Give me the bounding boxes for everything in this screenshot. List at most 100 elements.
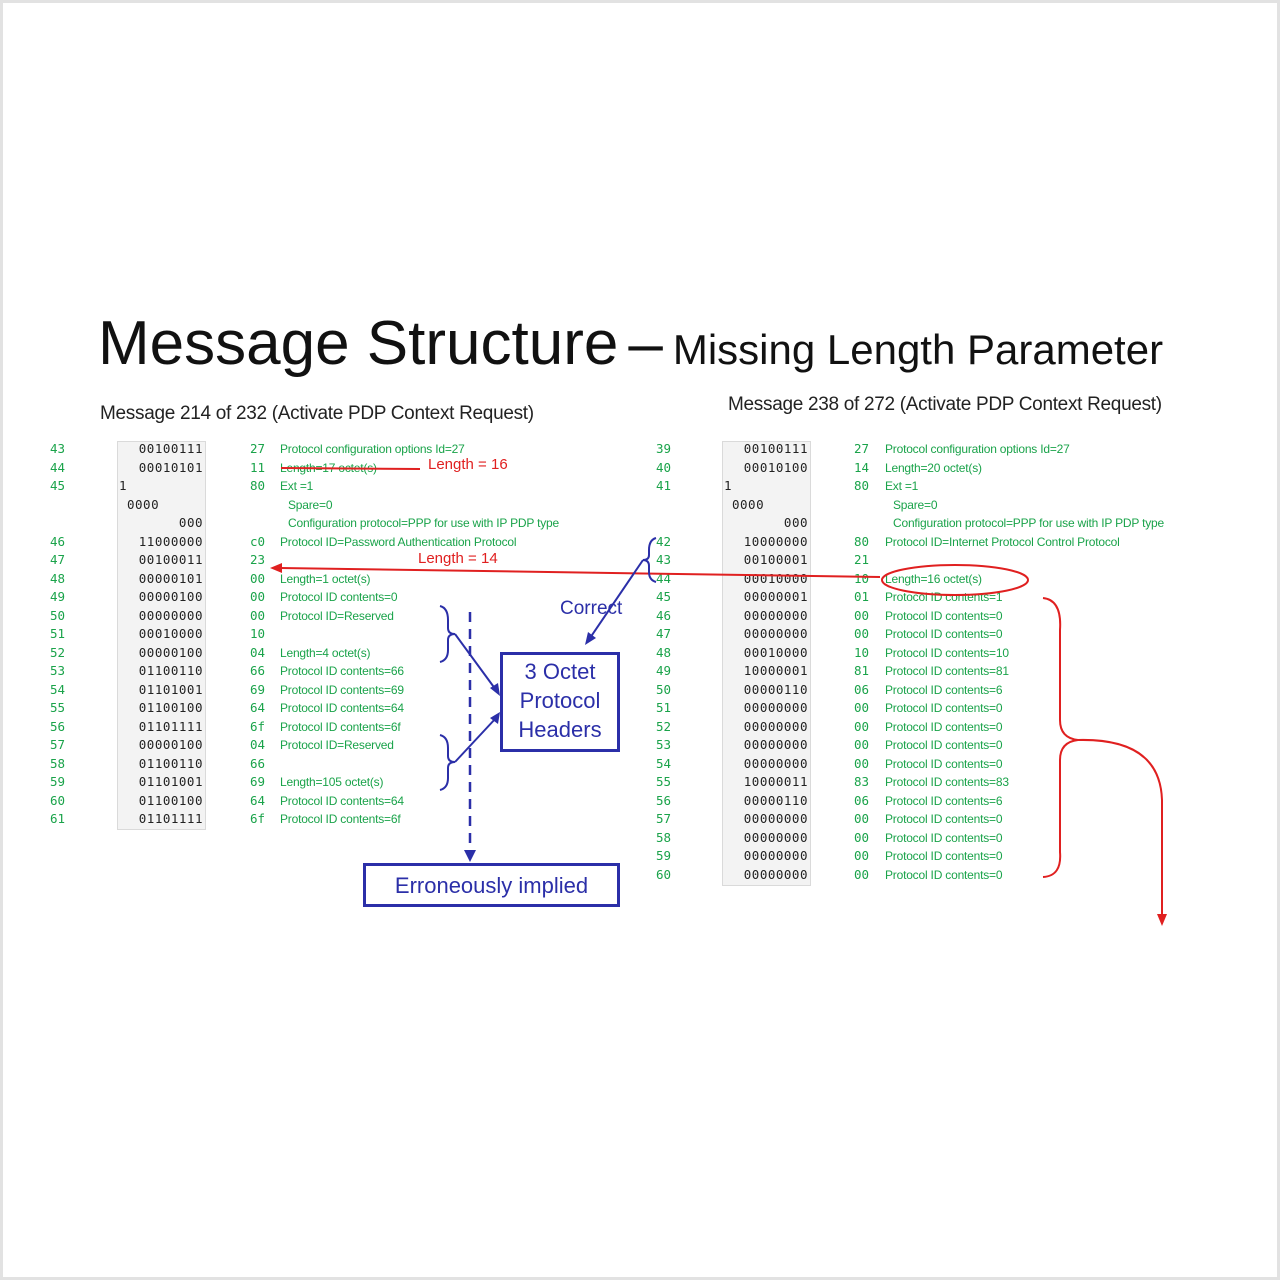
left-octet-number-cell: 48	[50, 570, 66, 586]
left-hex-value-cell: 6f	[250, 811, 266, 826]
left-bit-value-cell: 01101111	[138, 811, 203, 826]
right-octet-number-cell: 47	[656, 626, 672, 641]
right-field-description-cell: Protocol ID contents=0	[885, 719, 1003, 734]
right-field-description-cell: Protocol ID contents=0	[885, 830, 1003, 845]
left-bit-value-cell: 11000000	[138, 533, 203, 549]
right-hex-value-cell: 27	[854, 441, 870, 456]
right-field-description-cell: Protocol configuration options Id=27	[885, 442, 1070, 456]
right-hex-value-cell: 21	[854, 552, 870, 567]
left-field-description-cell: Ext =1	[280, 479, 314, 493]
left-hex-value-cell: 04	[250, 737, 266, 752]
left-octet-number-cell: 45	[50, 478, 66, 493]
left-bit-value-cell: 00000000	[138, 607, 203, 623]
right-bit-value-cell: 00000110	[743, 681, 808, 697]
brace-1-arrowhead	[490, 683, 500, 696]
right-bit-value-cell: 10000001	[743, 663, 808, 678]
right-field-description-cell: Protocol ID contents=0	[885, 867, 1003, 882]
left-bit-value-cell: 01101111	[138, 718, 203, 734]
right-field-description-cell: Length=20 octet(s)	[885, 460, 982, 475]
left-hex-value-cell: 00	[250, 570, 266, 586]
left-bit-value-cell: 00100111	[138, 441, 203, 456]
right-hex-value-cell: 01	[854, 589, 870, 604]
right-bit-value-cell: 00000000	[743, 737, 808, 752]
right-octet-number-cell: 45	[656, 589, 672, 604]
right-hex-value-cell: 10	[854, 644, 870, 660]
left-bit-value-cell: 01100110	[138, 755, 203, 771]
left-hex-value-cell: c0	[250, 533, 266, 549]
left-bit-value-cell: 00000100	[138, 737, 203, 752]
right-bit-value-cell: 1	[724, 478, 733, 493]
left-bits-panel	[117, 441, 206, 830]
right-octet-number-cell: 49	[656, 663, 672, 678]
left-bit-value-cell: 01101001	[138, 681, 203, 697]
right-octet-number-cell: 42	[656, 533, 672, 549]
left-octet-number-cell: 51	[50, 626, 66, 641]
right-hex-value-cell: 06	[854, 681, 870, 697]
right-bit-value-cell: 00000000	[743, 829, 808, 845]
left-field-description-cell: Protocol ID=Reserved	[280, 738, 394, 752]
right-octet-number-cell: 40	[656, 459, 672, 475]
three-octet-protocol-headers-box: 3 Octet Protocol Headers	[500, 652, 620, 752]
left-hex-value-cell: 64	[250, 700, 266, 715]
left-field-descriptions: Protocol configuration options Id=27Leng…	[280, 440, 559, 829]
left-field-description-cell: Protocol ID=Reserved	[280, 608, 394, 623]
right-octet-number-cell: 59	[656, 848, 672, 863]
left-octet-number-cell: 49	[50, 589, 66, 604]
right-hex-value-cell: 00	[854, 848, 870, 863]
right-hex-value-cell: 00	[854, 700, 870, 715]
right-bit-value-cell: 00000110	[743, 792, 808, 808]
left-field-description-cell: Protocol ID contents=0	[280, 590, 398, 604]
length-16-annotation: Length = 16	[428, 456, 508, 473]
right-octet-number-cell: 41	[656, 478, 672, 493]
right-hex-value-cell: 06	[854, 792, 870, 808]
left-octet-number-cell: 57	[50, 737, 66, 752]
right-field-description-cell: Protocol ID contents=6	[885, 793, 1003, 808]
left-octet-number-cell: 55	[50, 700, 66, 715]
correct-brace	[642, 537, 657, 583]
protocol-header-brace-2	[439, 734, 456, 791]
right-octet-number-cell: 55	[656, 774, 672, 789]
right-bit-value-cell: 00100111	[743, 441, 808, 456]
length-transfer-arrowhead	[270, 563, 282, 573]
right-field-description-cell: Protocol ID=Internet Protocol Control Pr…	[885, 534, 1120, 549]
left-hex-value-cell: 10	[250, 626, 266, 641]
right-hex-value-cell: 00	[854, 626, 870, 641]
right-field-description-cell: Protocol ID contents=0	[885, 812, 1003, 826]
right-hex-value-cell: 00	[854, 829, 870, 845]
left-octet-number-cell: 56	[50, 718, 66, 734]
left-octet-number-cell: 43	[50, 441, 66, 456]
left-hex-value-cell: 23	[250, 552, 266, 567]
right-field-description-cell: Protocol ID contents=0	[885, 738, 1003, 752]
right-bit-value-cell: 00000000	[743, 607, 808, 623]
right-field-description-cell: Length=16 octet(s)	[885, 571, 982, 586]
left-bit-value-cell: 00010000	[138, 626, 203, 641]
left-hex-value-cell: 00	[250, 589, 266, 604]
right-bit-value-cell: 00100001	[743, 552, 808, 567]
right-hex-value-cell: 00	[854, 607, 870, 623]
right-field-description-cell: Protocol ID contents=0	[885, 608, 1003, 623]
left-field-description-cell: Protocol ID=Password Authentication Prot…	[280, 534, 517, 549]
right-bit-value-cell: 00010100	[743, 459, 808, 475]
protocol-header-brace-1	[439, 605, 456, 663]
right-bit-value-cell: 00000000	[743, 755, 808, 771]
left-bit-value-cell: 01101001	[138, 774, 203, 789]
right-octet-number-cell: 56	[656, 792, 672, 808]
right-octet-number-cell: 46	[656, 607, 672, 623]
left-message-header: Message 214 of 232 (Activate PDP Context…	[100, 403, 534, 424]
right-bit-value-cell: 00000001	[743, 589, 808, 604]
slide-title: Message Structure–Missing Length Paramet…	[98, 308, 1163, 379]
left-bit-value-cell: 00010101	[138, 459, 203, 475]
left-octet-number-cell: 50	[50, 607, 66, 623]
right-hex-value-cell: 00	[854, 755, 870, 771]
right-field-description-cell: Ext =1	[885, 479, 919, 493]
right-bit-value-cell: 00000000	[743, 718, 808, 734]
right-hex-value-cell: 00	[854, 737, 870, 752]
left-field-description-cell: Protocol ID contents=66	[280, 664, 404, 678]
